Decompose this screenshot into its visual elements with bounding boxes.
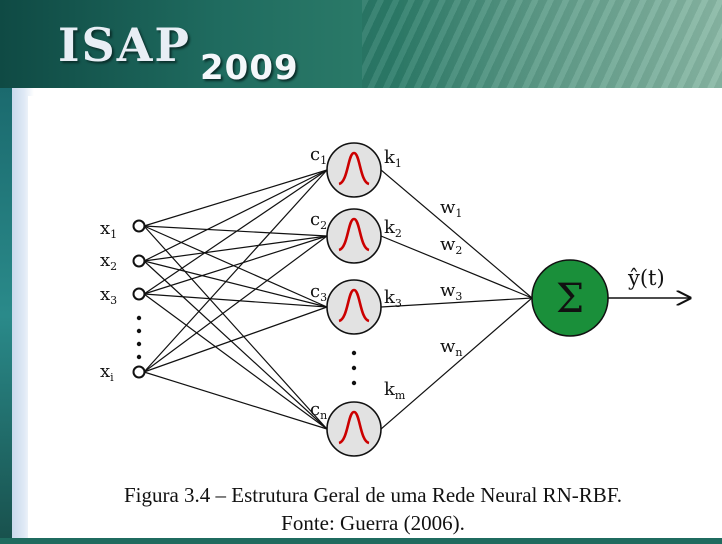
center-label-3: c3: [310, 281, 327, 304]
edge-input2-hidden3: [143, 260, 328, 308]
edge-input3-hidden1: [143, 169, 328, 295]
logo-isap: ISAP: [58, 18, 192, 72]
hidden-ellipsis-dot-2: [351, 365, 357, 371]
left-decor-bar: [0, 88, 12, 544]
k-label-3: k3: [384, 287, 402, 310]
logo-year: 2009: [200, 48, 299, 88]
input-ellipsis-dot-4: [136, 354, 142, 360]
input-label-4: xi: [100, 361, 114, 384]
edge-input3-hidden2: [143, 235, 328, 295]
gaussian-icon-2: [338, 217, 370, 252]
center-label-4: cn: [310, 399, 327, 422]
rbf-neuron-1: [326, 142, 382, 198]
weight-label-4: wn: [440, 336, 463, 359]
input-label-2: x2: [100, 250, 117, 273]
input-ellipsis-dot-3: [136, 341, 142, 347]
input-label-1: x1: [100, 218, 117, 241]
center-label-1: c1: [310, 144, 327, 167]
footer-bar: [0, 538, 722, 544]
edge-hidden2-sum: [380, 235, 533, 299]
weight-label-3: w3: [440, 280, 462, 303]
edge-input1-hidden1: [143, 169, 328, 227]
gaussian-icon-4: [338, 410, 370, 445]
edge-input2-hidden2: [143, 235, 328, 262]
hidden-ellipsis-dot-3: [351, 380, 357, 386]
input-ellipsis-dot-1: [136, 315, 142, 321]
input-node-3: [132, 287, 146, 301]
gaussian-icon-3: [338, 288, 370, 323]
edge-hidden1-sum: [380, 169, 533, 299]
gaussian-icon-1: [338, 151, 370, 186]
edge-input2-hidden1: [143, 169, 328, 262]
edge-input3-hidden4: [143, 293, 328, 430]
figure-caption: Figura 3.4 – Estrutura Geral de uma Rede…: [123, 483, 623, 507]
input-ellipsis-dot-2: [136, 328, 142, 334]
edge-input3-hidden3: [143, 293, 328, 308]
edge-hidden3-sum: [380, 297, 533, 308]
k-label-4: km: [384, 379, 406, 402]
edge-input4-hidden2: [143, 235, 328, 373]
center-label-2: c2: [310, 209, 327, 232]
figure-source: Fonte: Guerra (2006).: [281, 511, 465, 535]
edge-input1-hidden3: [143, 225, 328, 308]
rbf-neuron-3: [326, 279, 382, 335]
k-label-1: k1: [384, 147, 402, 170]
rbf-neuron-2: [326, 208, 382, 264]
input-node-2: [132, 254, 146, 268]
input-label-3: x3: [100, 284, 117, 307]
header-texture: [362, 0, 722, 88]
sum-symbol: Σ: [556, 276, 584, 322]
input-node-4: [132, 365, 146, 379]
edge-input4-hidden4: [143, 371, 328, 430]
edge-input2-hidden4: [143, 260, 328, 430]
input-node-1: [132, 219, 146, 233]
weight-label-2: w2: [440, 234, 462, 257]
edge-input4-hidden3: [143, 306, 328, 373]
output-label: ŷ(t): [627, 266, 665, 290]
k-label-2: k2: [384, 217, 402, 240]
header-banner: ISAP 2009: [0, 0, 722, 88]
sum-node: [531, 259, 609, 337]
edge-hidden4-sum: [380, 297, 533, 430]
edge-input4-hidden1: [143, 169, 328, 373]
rbf-neuron-4: [326, 401, 382, 457]
hidden-ellipsis-dot-1: [351, 350, 357, 356]
weight-label-1: w1: [440, 197, 462, 220]
edge-input1-hidden4: [143, 225, 328, 430]
edge-input1-hidden2: [143, 225, 328, 237]
